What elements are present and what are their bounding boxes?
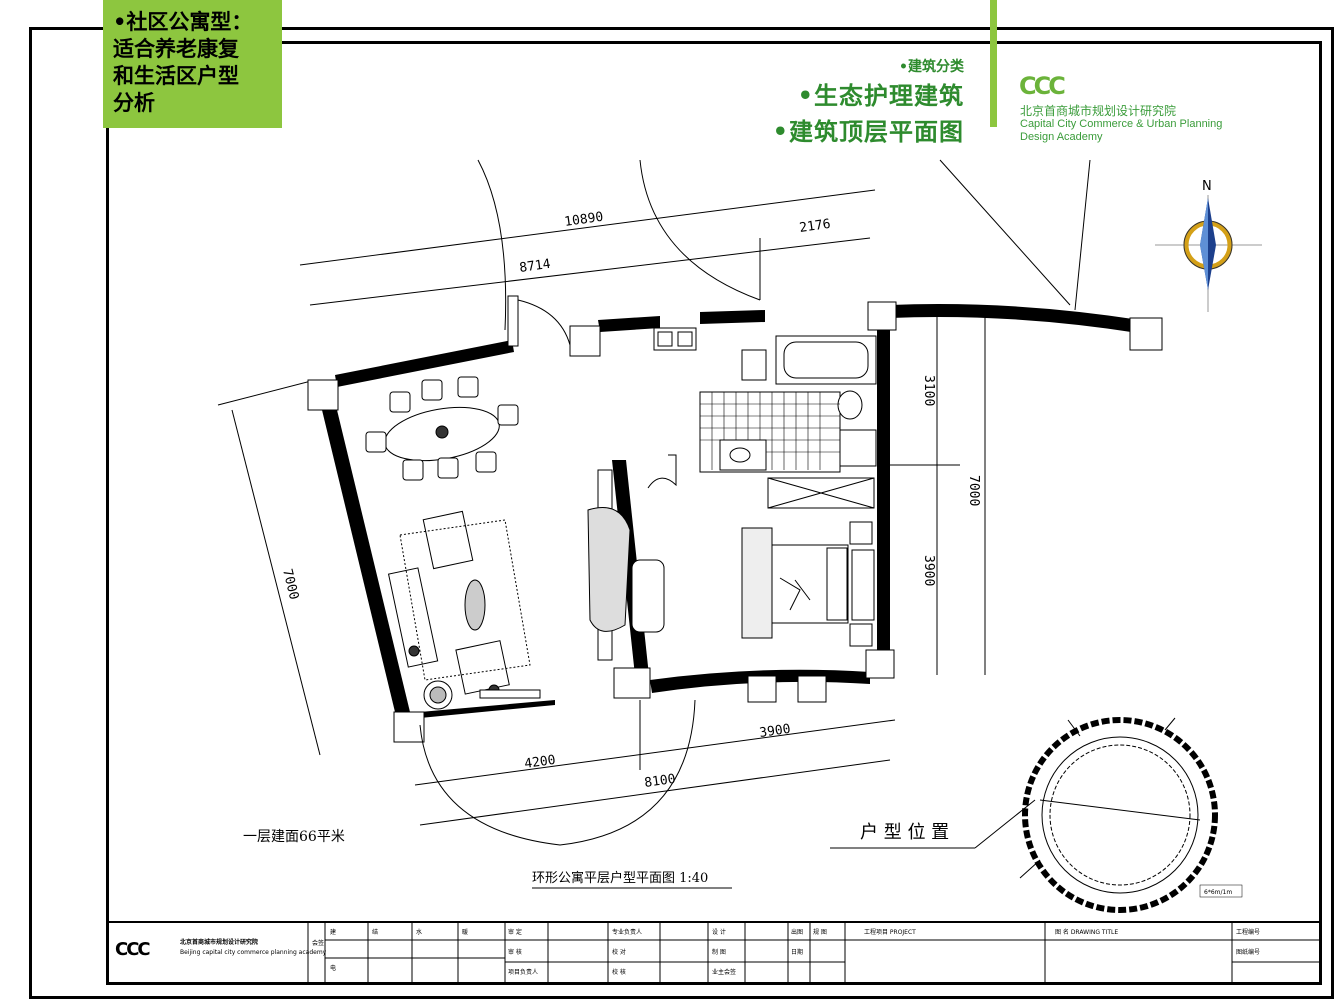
dining-table <box>365 376 519 481</box>
logo-name-cn: 北京首商城市规划设计研究院 <box>1020 104 1177 118</box>
logo-name-en-1: Capital City Commerce & Urban Planning <box>1020 118 1223 130</box>
kitchen-counter <box>653 327 697 351</box>
dim-3900-bottom: 3900 <box>758 722 791 741</box>
svg-text:CCC: CCC <box>115 939 150 960</box>
title-block-logo-icon: CCC <box>115 939 152 960</box>
dim-3100: 3100 <box>921 375 936 406</box>
drawing-title: 环形公寓平层户型平面图 1:40 <box>532 870 708 886</box>
tb-label-4: 规 图 <box>813 928 827 936</box>
tb-label-6: 图 名 DRAWING TITLE <box>1055 928 1118 936</box>
north-arrow-icon: N <box>1155 179 1262 312</box>
tb-label-13: 校 核 <box>612 968 626 976</box>
tb-label-14: 业主会签 <box>712 968 736 976</box>
intro-text: •社区公寓型： 适合养老康复 和生活区户型 分析 <box>113 9 253 115</box>
door-swings <box>419 299 696 846</box>
tb-label-11: 日期 <box>791 948 803 956</box>
tb-label-5: 工程项目 PROJECT <box>864 928 916 936</box>
tb-label-7: 工程编号 <box>1236 928 1260 936</box>
site-location-map: 6*6m/1m <box>830 717 1243 913</box>
rug <box>399 519 531 681</box>
dim-8714: 8714 <box>518 257 551 276</box>
rev-label-2: 结 <box>372 928 378 936</box>
tb-label-10: 制 图 <box>712 948 726 956</box>
rev-label-1: 建 <box>330 928 336 936</box>
category-title-2: •建筑顶层平面图 <box>772 117 964 146</box>
rev-label-0: 会签 <box>312 939 324 947</box>
rev-label-4: 暖 <box>462 928 468 936</box>
site-scale-note: 6*6m/1m <box>1204 889 1232 896</box>
north-label: N <box>1202 179 1212 194</box>
rev-label-5: 电 <box>330 964 336 972</box>
living-room-furniture <box>387 510 541 710</box>
dim-10890: 10890 <box>563 210 604 230</box>
logo-mark: CCC <box>1019 72 1066 100</box>
dim-7000-left: 7000 <box>279 567 301 601</box>
dim-4200: 4200 <box>523 753 556 772</box>
dim-7000-right: 7000 <box>966 475 981 506</box>
bathroom <box>699 335 877 473</box>
dim-2176: 2176 <box>798 217 831 236</box>
site-context-lines <box>217 159 1091 406</box>
tb-label-9: 校 对 <box>612 948 626 956</box>
category-label: •建筑分类 <box>899 59 964 75</box>
walls <box>322 304 1140 718</box>
bedroom-furniture <box>741 521 875 647</box>
tb-label-8: 审 核 <box>508 948 522 956</box>
tb-label-0: 审 定 <box>508 928 522 936</box>
location-label: 户 型 位 置 <box>860 822 949 843</box>
dim-8100: 8100 <box>643 772 676 791</box>
tb-label-12: 项目负责人 <box>508 968 538 976</box>
bed-cover <box>779 577 811 611</box>
tb-label-15: 图纸编号 <box>1236 948 1260 956</box>
outer-border <box>29 27 1334 999</box>
accent-bar <box>990 0 997 127</box>
bathroom-tile-grid <box>700 392 840 470</box>
drawing-border <box>106 41 1322 985</box>
tb-label-1: 专业负责人 <box>612 928 642 936</box>
logo-name-en-2: Design Academy <box>1020 131 1103 143</box>
tv-cabinet <box>587 469 665 661</box>
intro-box: •社区公寓型： 适合养老康复 和生活区户型 分析 <box>103 0 282 128</box>
rev-label-3: 水 <box>416 928 422 936</box>
title-block-org-en: Beijing capital city commerce planning a… <box>180 949 327 956</box>
tb-label-3: 出图 <box>791 928 803 936</box>
shower-cross <box>767 477 875 509</box>
area-note: 一层建面66平米 <box>243 829 345 845</box>
title-block <box>106 921 1322 985</box>
columns <box>307 295 1163 743</box>
category-title-1: •生态护理建筑 <box>797 81 964 110</box>
dimension-lines <box>231 189 986 826</box>
tb-label-2: 设 计 <box>712 928 726 936</box>
title-block-org-cn: 北京首商城市规划设计研究院 <box>180 938 258 946</box>
dim-3900-right: 3900 <box>921 555 936 586</box>
